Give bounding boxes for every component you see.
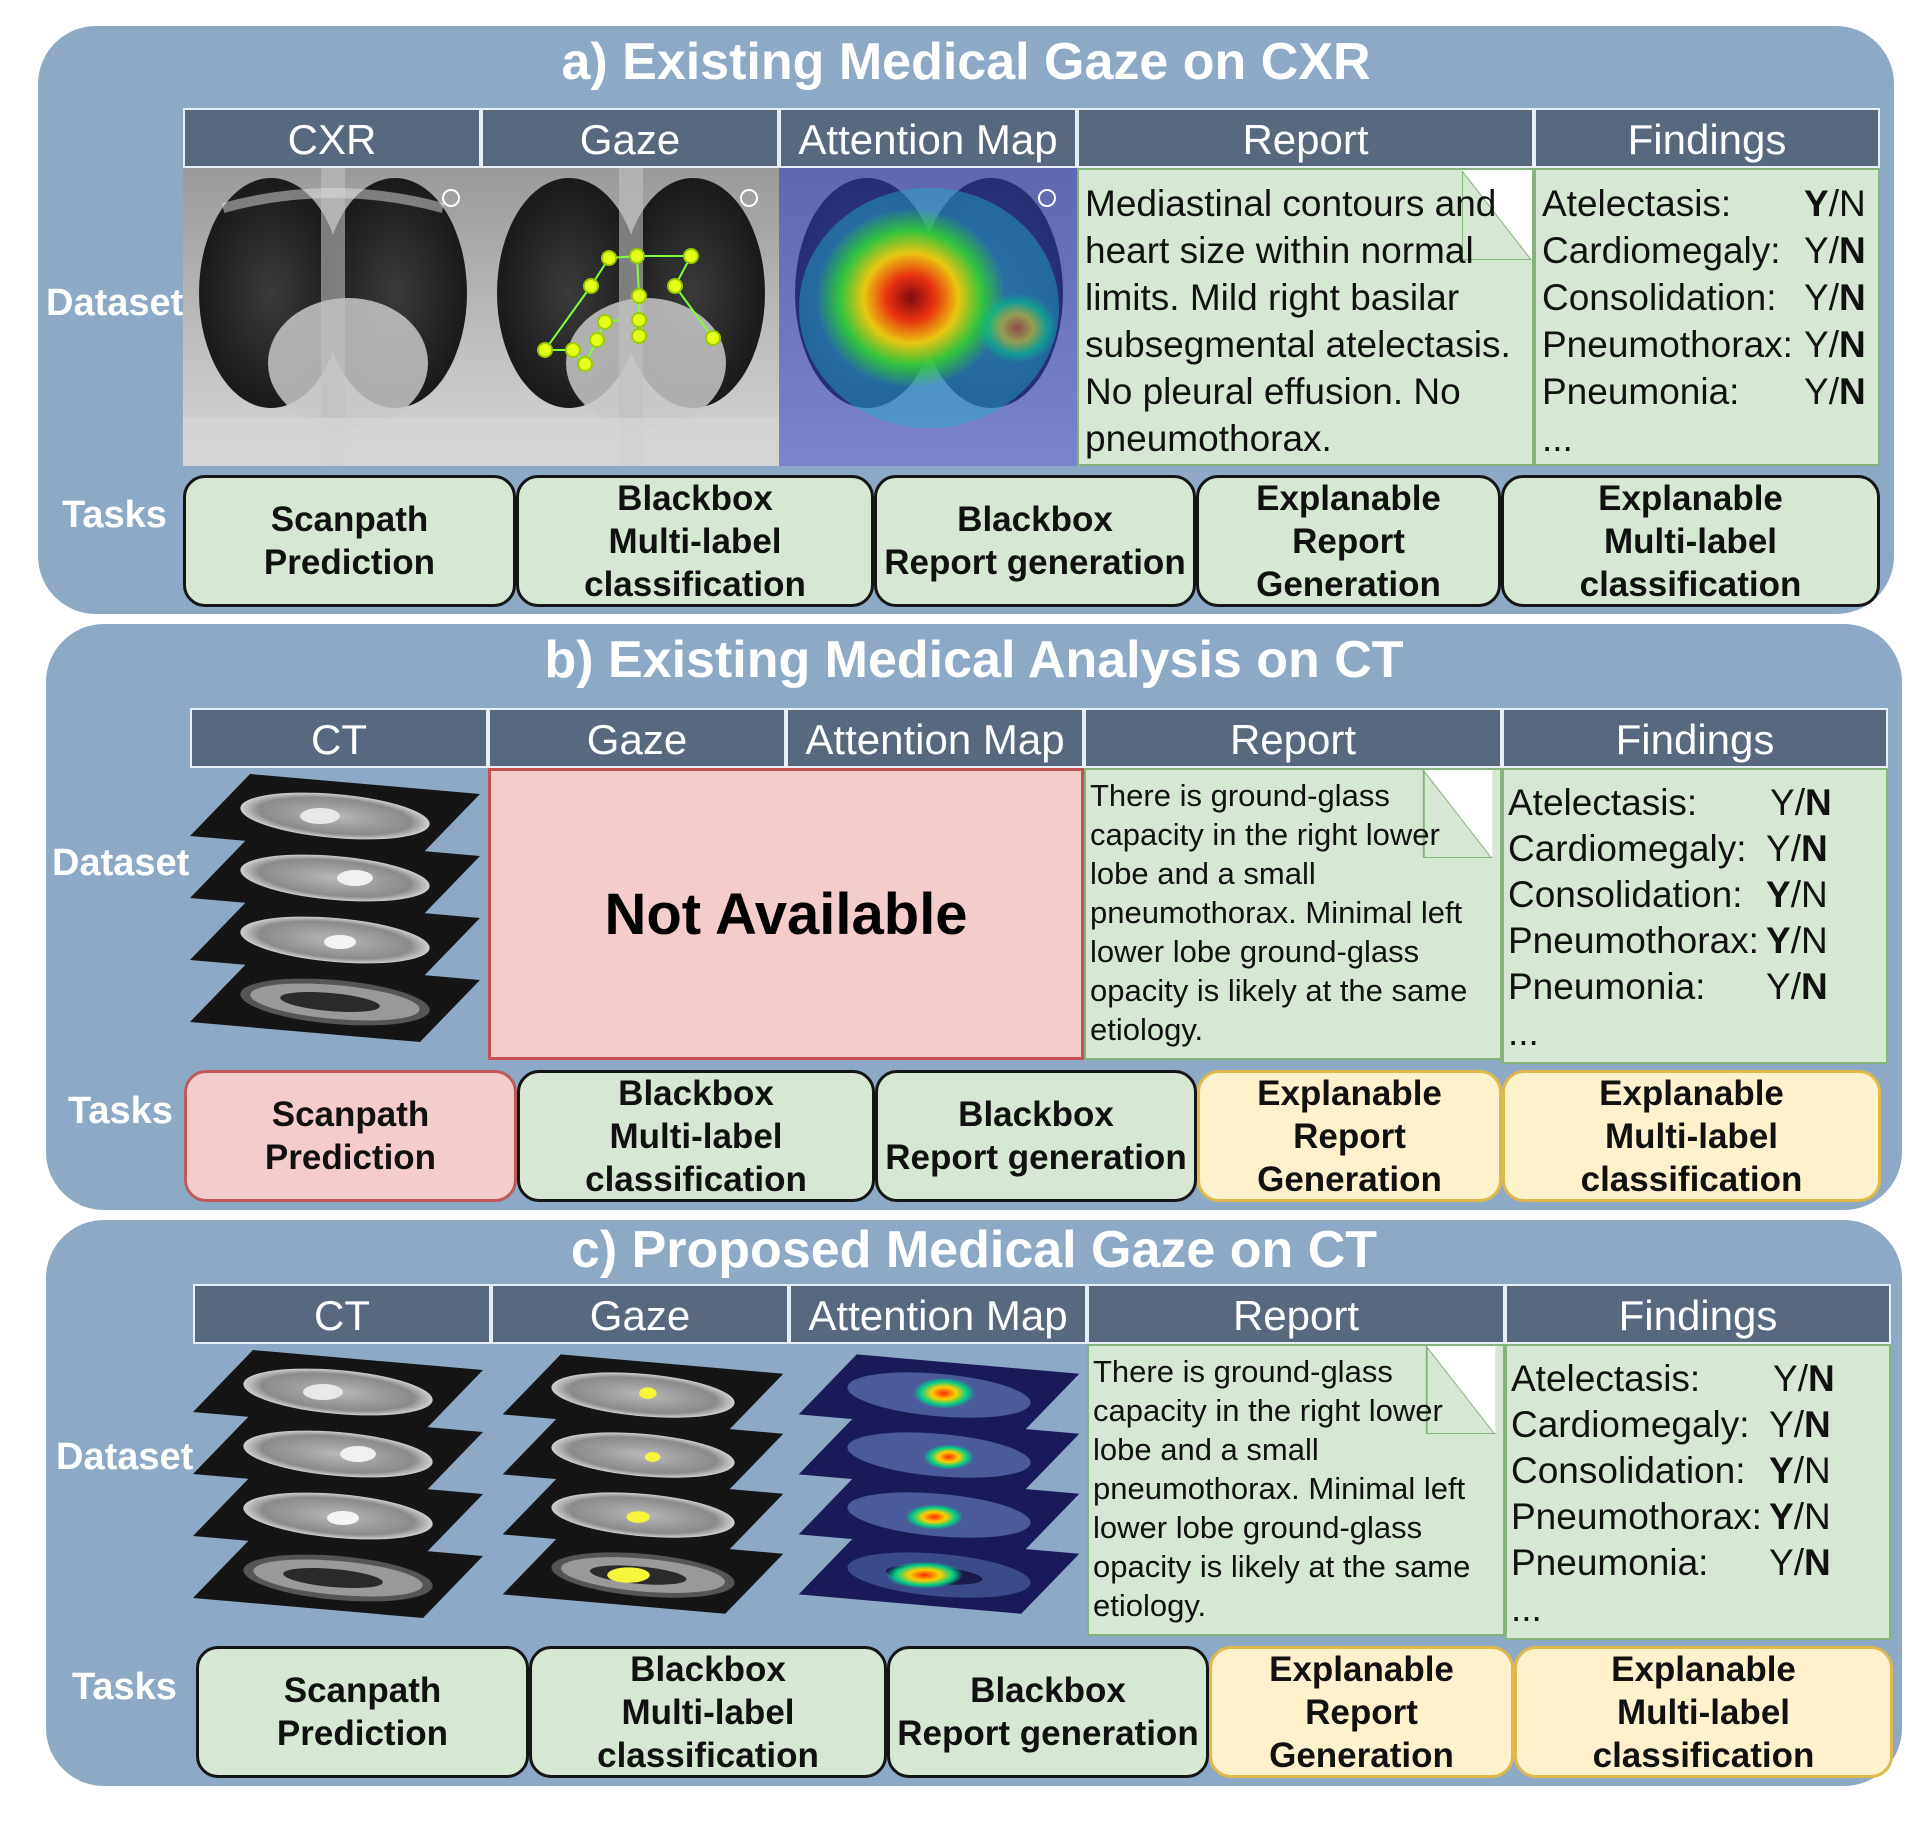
panel-a-report-text: Mediastinal contours and heart size with… <box>1085 183 1511 459</box>
task-explainable-report: Explanable Report Generation <box>1209 1646 1514 1778</box>
finding-row: Pneumonia:Y/N <box>1542 371 1866 412</box>
finding-row: Pneumothorax:Y/N <box>1511 1496 1831 1537</box>
panel-b-dataset-label: Dataset <box>52 842 190 884</box>
folded-corner-icon <box>1422 770 1494 858</box>
panel-b-header-report: Report <box>1084 708 1502 768</box>
finding-row: Consolidation:Y/N <box>1542 277 1866 318</box>
panel-a-dataset-label: Dataset <box>46 282 184 324</box>
panel-c-header-findings: Findings <box>1505 1284 1891 1344</box>
gaze-image <box>481 168 779 466</box>
folded-corner-icon <box>1425 1346 1497 1434</box>
task-explainable-multilabel: Explanable Multi-label classification <box>1514 1646 1893 1778</box>
finding-row: Cardiomegaly:Y/N <box>1511 1404 1831 1445</box>
task-scanpath-prediction: Scanpath Prediction <box>196 1646 529 1778</box>
panel-c-header-report: Report <box>1087 1284 1505 1344</box>
finding-row: Atelectasis:Y/N <box>1511 1358 1835 1399</box>
finding-row: Pneumonia:Y/N <box>1511 1542 1831 1583</box>
finding-row: Pneumothorax:Y/N <box>1542 324 1866 365</box>
task-blackbox-report: Blackbox Report generation <box>875 1070 1197 1202</box>
task-blackbox-report: Blackbox Report generation <box>874 475 1196 607</box>
panel-b-report: There is ground-glass capacity in the ri… <box>1084 768 1502 1060</box>
finding-more: ... <box>1542 418 1573 459</box>
ct-stack-image <box>183 1342 493 1632</box>
panel-c-dataset-label: Dataset <box>56 1436 194 1478</box>
panel-c-report-text: There is ground-glass capacity in the ri… <box>1093 1354 1471 1623</box>
task-scanpath-prediction: Scanpath Prediction <box>183 475 516 607</box>
panel-a-header-attention-map: Attention Map <box>779 108 1077 168</box>
cxr-image <box>183 168 481 466</box>
panel-b-header-ct: CT <box>190 708 488 768</box>
task-scanpath-prediction: Scanpath Prediction <box>184 1070 517 1202</box>
panel-b-header-attention-map: Attention Map <box>786 708 1084 768</box>
panel-c-title: c) Proposed Medical Gaze on CT <box>570 1221 1378 1279</box>
panel-c-header-ct: CT <box>193 1284 491 1344</box>
finding-more: ... <box>1508 1012 1539 1053</box>
panel-b-header-gaze: Gaze <box>488 708 786 768</box>
gaze-ct-stack-image <box>493 1342 793 1632</box>
finding-more: ... <box>1511 1588 1542 1629</box>
finding-row: Consolidation:Y/N <box>1508 874 1828 915</box>
finding-row: Cardiomegaly:Y/N <box>1542 230 1866 271</box>
attention-map-image <box>779 168 1077 466</box>
panel-c-report: There is ground-glass capacity in the ri… <box>1087 1344 1505 1636</box>
panel-c-header-attention-map: Attention Map <box>789 1284 1087 1344</box>
task-explainable-multilabel: Explanable Multi-label classification <box>1501 475 1880 607</box>
panel-a-header-report: Report <box>1077 108 1534 168</box>
finding-row: Consolidation:Y/N <box>1511 1450 1831 1491</box>
panel-a-findings: Atelectasis:Y/N Cardiomegaly:Y/N Consoli… <box>1534 168 1880 466</box>
task-blackbox-report: Blackbox Report generation <box>887 1646 1209 1778</box>
finding-row: Atelectasis:Y/N <box>1542 183 1866 224</box>
ct-stack-image <box>180 766 490 1056</box>
panel-c-findings: Atelectasis:Y/N Cardiomegaly:Y/N Consoli… <box>1505 1344 1891 1640</box>
not-available-box: Not Available <box>488 768 1084 1060</box>
panel-b-title: b) Existing Medical Analysis on CT <box>544 631 1404 689</box>
panel-a-tasks-label: Tasks <box>62 494 167 536</box>
panel-a-report: Mediastinal contours and heart size with… <box>1077 168 1534 466</box>
task-explainable-multilabel: Explanable Multi-label classification <box>1502 1070 1881 1202</box>
panel-b-findings: Atelectasis:Y/N Cardiomegaly:Y/N Consoli… <box>1502 768 1888 1064</box>
task-explainable-report: Explanable Report Generation <box>1196 475 1501 607</box>
finding-row: Atelectasis:Y/N <box>1508 782 1832 823</box>
panel-a-header-cxr: CXR <box>183 108 481 168</box>
finding-row: Pneumonia:Y/N <box>1508 966 1828 1007</box>
panel-b-header-findings: Findings <box>1502 708 1888 768</box>
panel-a-header-gaze: Gaze <box>481 108 779 168</box>
task-blackbox-multilabel: Blackbox Multi-label classification <box>516 475 874 607</box>
finding-row: Cardiomegaly:Y/N <box>1508 828 1828 869</box>
panel-c-tasks-label: Tasks <box>72 1666 177 1708</box>
panel-b-tasks-label: Tasks <box>68 1090 173 1132</box>
task-explainable-report: Explanable Report Generation <box>1197 1070 1502 1202</box>
panel-c-header-gaze: Gaze <box>491 1284 789 1344</box>
attention-ct-stack-image <box>789 1342 1089 1632</box>
panel-a-header-findings: Findings <box>1534 108 1880 168</box>
folded-corner-icon <box>1462 170 1532 260</box>
panel-a-title: a) Existing Medical Gaze on CXR <box>561 33 1371 91</box>
task-blackbox-multilabel: Blackbox Multi-label classification <box>517 1070 875 1202</box>
task-blackbox-multilabel: Blackbox Multi-label classification <box>529 1646 887 1778</box>
panel-b-report-text: There is ground-glass capacity in the ri… <box>1090 778 1468 1047</box>
finding-row: Pneumothorax:Y/N <box>1508 920 1828 961</box>
